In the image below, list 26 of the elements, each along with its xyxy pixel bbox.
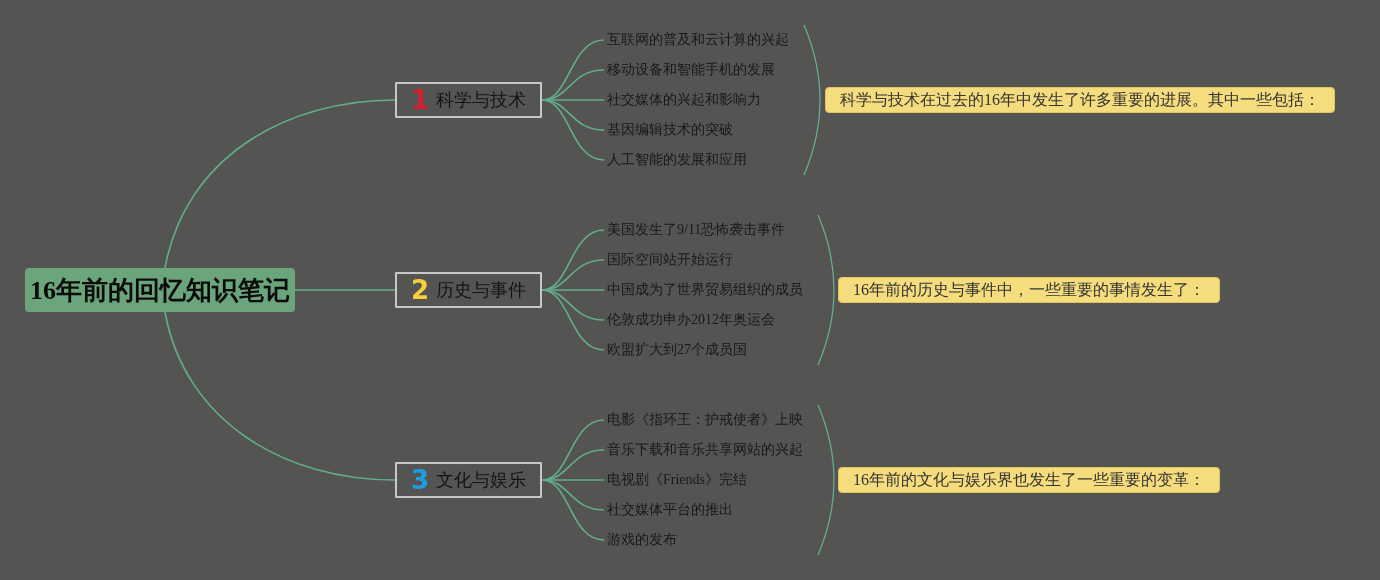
topic-box — [395, 82, 542, 118]
subtopic-label: 社交媒体平台的推出 — [604, 500, 733, 520]
subtopic-label: 音乐下载和音乐共享网站的兴起 — [604, 440, 803, 460]
topic-label: 文化与娱乐 — [436, 471, 527, 489]
topic-label: 科学与技术 — [436, 91, 527, 109]
subtopic-label: 电视剧《Friends》完结 — [604, 470, 747, 490]
subtopic-label: 美国发生了9/11恐怖袭击事件 — [604, 220, 786, 240]
central-topic: 16年前的回忆知识笔记 — [25, 268, 295, 312]
number-marker: 1 — [410, 87, 430, 113]
subtopic-label: 移动设备和智能手机的发展 — [604, 60, 775, 80]
summary-box: 16年前的文化与娱乐界也发生了一些重要的变革： — [838, 467, 1220, 493]
subtopic-label: 基因编辑技术的突破 — [604, 120, 733, 140]
subtopic-label: 欧盟扩大到27个成员国 — [604, 340, 747, 360]
subtopic-label: 中国成为了世界贸易组织的成员 — [604, 280, 803, 300]
connector-line — [164, 311, 396, 481]
number-marker: 3 — [410, 467, 430, 493]
subtopic-label: 人工智能的发展和应用 — [604, 150, 747, 170]
number-marker: 2 — [410, 277, 430, 303]
summary-box: 16年前的历史与事件中，一些重要的事情发生了： — [838, 277, 1220, 303]
topic-label: 历史与事件 — [436, 281, 527, 299]
summary-box: 科学与技术在过去的16年中发生了许多重要的进展。其中一些包括： — [825, 87, 1335, 113]
subtopic-label: 游戏的发布 — [604, 530, 677, 550]
topic-box — [395, 272, 542, 308]
connector-line — [294, 289, 396, 291]
connector-line — [164, 99, 396, 269]
topic-box — [395, 462, 542, 498]
